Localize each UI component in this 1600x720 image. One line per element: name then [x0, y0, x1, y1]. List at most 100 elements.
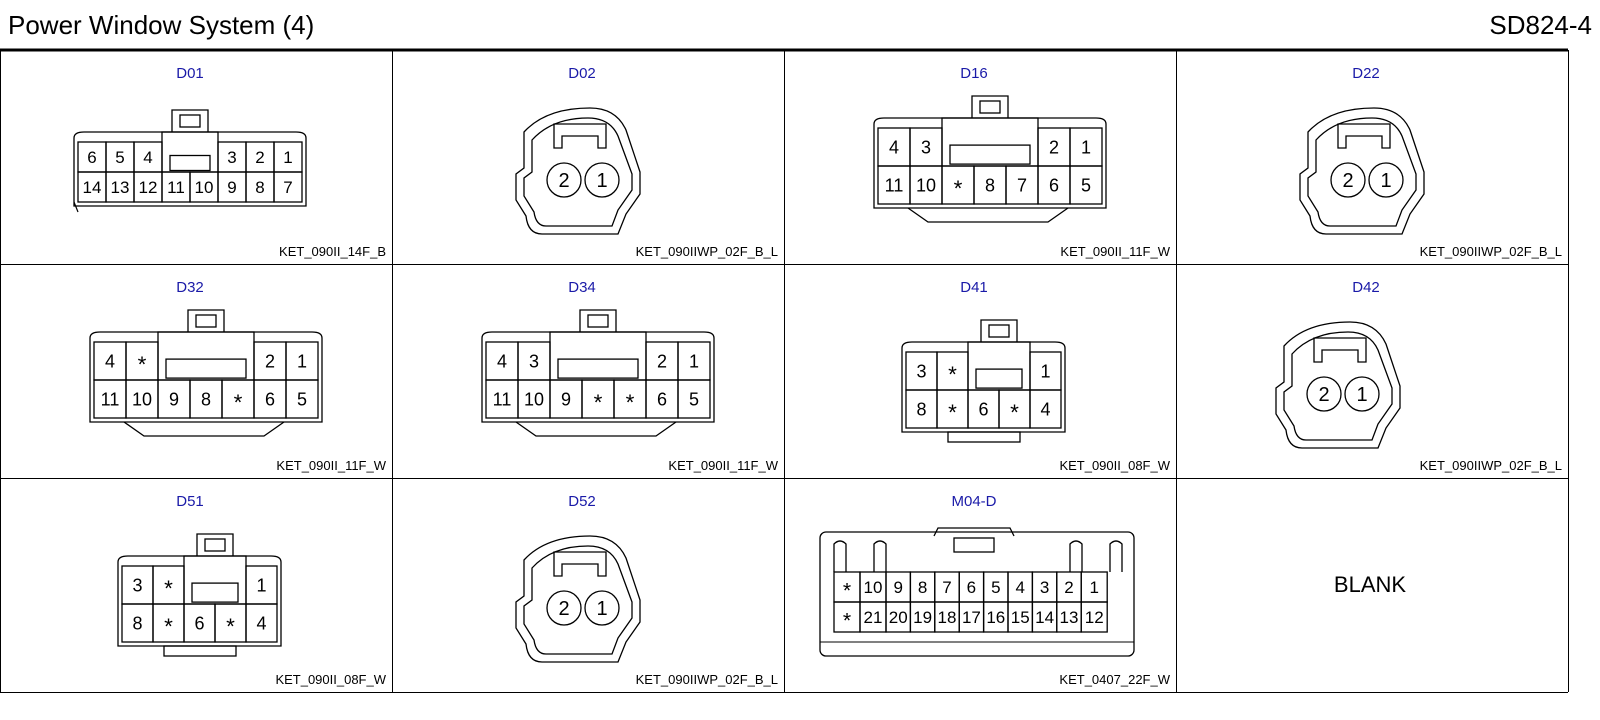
- pin-number: 13: [111, 178, 130, 197]
- connector-latch: [1313, 337, 1367, 363]
- connector-part-number: KET_090IIWP_02F_B_L: [1420, 458, 1562, 473]
- pin-number: 2: [1064, 578, 1073, 597]
- lock-window: [191, 582, 239, 603]
- pin-number: 18: [938, 608, 957, 627]
- pin-number: 9: [169, 389, 179, 409]
- pin-number: 1: [596, 170, 607, 192]
- pin-number: 10: [916, 175, 936, 195]
- pin-number: 5: [115, 148, 124, 167]
- pin-number: 8: [132, 613, 142, 633]
- pin-number: 3: [916, 361, 926, 381]
- lock-window: [165, 358, 247, 379]
- pin-number: 6: [978, 399, 988, 419]
- pin-number: 14: [83, 178, 102, 197]
- pin-cell: [245, 603, 278, 643]
- pin-number: 2: [1342, 170, 1353, 192]
- pin-number: 4: [256, 613, 266, 633]
- pin-number: 1: [1089, 578, 1098, 597]
- connector-id: D51: [176, 493, 204, 510]
- connector-id: M04-D: [951, 493, 996, 510]
- connector-id: D32: [176, 279, 204, 296]
- pin-number: 1: [283, 148, 292, 167]
- lock-tab-slot: [179, 114, 201, 128]
- connector-latch: [553, 123, 607, 149]
- pin-number: 8: [255, 178, 264, 197]
- page-title: Power Window System (4): [8, 10, 315, 40]
- connector-body: [73, 131, 307, 207]
- pin-number: 6: [657, 389, 667, 409]
- connector-part-number: KET_090II_11F_W: [1060, 244, 1170, 259]
- lock-tab: [196, 533, 234, 556]
- pin-number: 9: [227, 178, 236, 197]
- pin-number: 4: [143, 148, 152, 167]
- connector-bottom-bar: [947, 431, 1021, 443]
- lock-tab-slot: [979, 100, 1001, 114]
- pin-unused-mark: *: [948, 400, 957, 425]
- pin-number: 11: [167, 178, 185, 197]
- pin-number: 7: [942, 578, 951, 597]
- lock-window: [975, 368, 1023, 389]
- pin-number: 11: [101, 389, 120, 409]
- lock-tab: [171, 109, 209, 132]
- pin-number: 5: [1081, 175, 1091, 195]
- pin-number: 2: [1049, 137, 1059, 157]
- pin-number: 10: [132, 389, 152, 409]
- pin-circle: [1330, 162, 1366, 198]
- pin-number: 19: [913, 608, 932, 627]
- pin-number: 3: [227, 148, 236, 167]
- lock-window: [557, 358, 639, 379]
- pin-circle: [584, 162, 620, 198]
- pin-unused-mark: *: [594, 390, 603, 415]
- connector-id: D16: [960, 65, 988, 82]
- retainer-post: [1109, 540, 1123, 572]
- pin-circle: [1306, 376, 1342, 412]
- pin-number: 7: [1017, 175, 1027, 195]
- pin-number: 11: [885, 175, 904, 195]
- connector-id: D41: [960, 279, 988, 296]
- pin-circle: [546, 162, 582, 198]
- pin-number: 4: [105, 351, 115, 371]
- connector-inner-contour: [1283, 331, 1393, 441]
- pin-number: 11: [493, 389, 512, 409]
- connector-skirt: [123, 421, 285, 437]
- connector-part-number: KET_090II_11F_W: [668, 458, 778, 473]
- connector-part-number: KET_090II_08F_W: [1059, 458, 1170, 473]
- blank-cell: BLANK: [1334, 572, 1406, 597]
- pin-unused-mark: *: [626, 390, 635, 415]
- pin-number: 1: [1356, 384, 1367, 406]
- pin-number: 17: [962, 608, 981, 627]
- pin-unused-mark: *: [954, 176, 963, 201]
- connector-inner-contour: [523, 545, 633, 655]
- lock-tab-slot: [988, 324, 1010, 338]
- pin-number: 12: [139, 178, 158, 197]
- retainer-post: [873, 540, 887, 572]
- connector-latch: [553, 551, 607, 577]
- pin-circle: [584, 590, 620, 626]
- pin-unused-mark: *: [164, 614, 173, 639]
- connector-housing: [515, 107, 641, 235]
- pin-circle: [1368, 162, 1404, 198]
- connector-bottom-bar: [163, 645, 237, 657]
- pin-number: 21: [864, 608, 883, 627]
- connector-body: [901, 341, 1066, 433]
- lock-tab: [980, 319, 1018, 342]
- pin-number: 9: [561, 389, 571, 409]
- connector-body: [481, 331, 715, 423]
- lock-tab-slot: [195, 314, 217, 328]
- connector-body: [873, 117, 1107, 209]
- sheet-code: SD824-4: [1489, 10, 1592, 40]
- pin-cell: [677, 379, 711, 419]
- pin-number: 3: [132, 575, 142, 595]
- body-ridge: [73, 201, 79, 213]
- pin-number: 1: [1081, 137, 1091, 157]
- connector-id: D34: [568, 279, 596, 296]
- pin-number: 6: [194, 613, 204, 633]
- pin-number: 15: [1011, 608, 1030, 627]
- pin-cell: [285, 379, 319, 419]
- pin-unused-mark: *: [1010, 400, 1019, 425]
- connector-body: [89, 331, 323, 423]
